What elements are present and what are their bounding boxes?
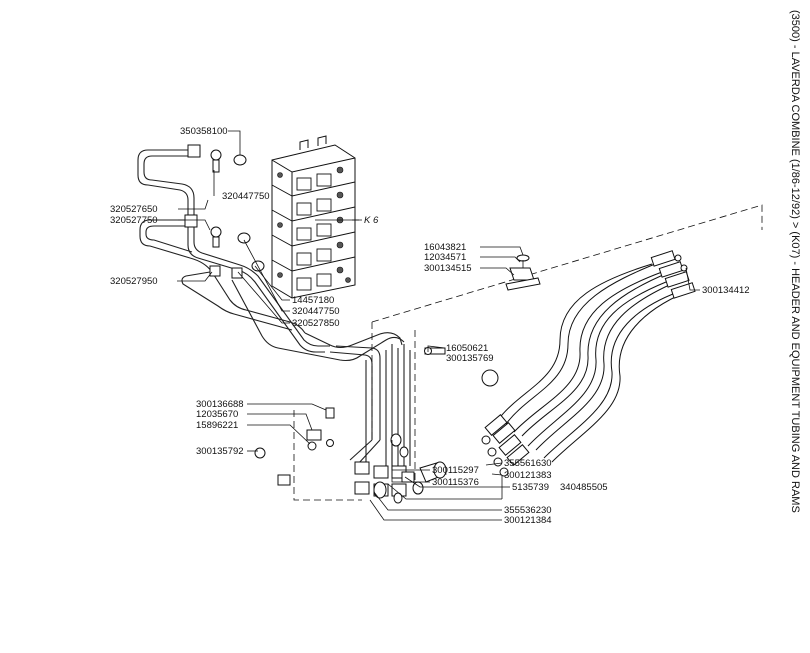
label-12035670: 12035670 [196, 409, 238, 420]
diagram-side-title: (3500) - LAVERDA COMBINE (1/86-12/92) > … [789, 10, 801, 513]
label-12034571: 12034571 [424, 252, 466, 263]
part-number-labels: 350358100 320447750 320527650 320527750 … [110, 126, 750, 526]
label-5135739: 5135739 [512, 482, 549, 493]
label-300121384: 300121384 [504, 515, 552, 526]
assembly-leader-dashes [293, 204, 763, 501]
label-340485505: 340485505 [560, 482, 608, 493]
flexible-hose-bundle [481, 250, 696, 477]
label-300135769: 300135769 [446, 353, 494, 364]
label-14457180: 14457180 [292, 295, 334, 306]
label-320527650: 320527650 [110, 204, 158, 215]
leader-lines [177, 130, 700, 521]
label-k6: K 6 [364, 215, 379, 226]
label-320447750-lower: 320447750 [292, 306, 340, 317]
label-15896221: 15896221 [196, 420, 238, 431]
label-320527950: 320527950 [110, 276, 158, 287]
label-300134412: 300134412 [702, 285, 750, 296]
label-16043821: 16043821 [424, 242, 466, 253]
label-355561630: 355561630 [504, 458, 552, 469]
label-300121383: 300121383 [504, 470, 552, 481]
label-320447750-upper: 320447750 [222, 191, 270, 202]
label-350358100: 350358100 [180, 126, 228, 137]
label-300135792: 300135792 [196, 446, 244, 457]
label-355536230: 355536230 [504, 505, 552, 516]
fittings-left [210, 149, 335, 486]
label-300115297: 300115297 [432, 465, 479, 476]
hose-clamp-assembly [505, 254, 541, 291]
label-300134515: 300134515 [424, 263, 472, 274]
label-16050621: 16050621 [446, 343, 488, 354]
small-parts-center [373, 347, 499, 504]
label-320527850: 320527850 [292, 318, 340, 329]
control-valve-block [271, 135, 356, 299]
label-300136688: 300136688 [196, 399, 244, 410]
label-300115376: 300115376 [432, 477, 479, 488]
label-320527750: 320527750 [110, 215, 158, 226]
